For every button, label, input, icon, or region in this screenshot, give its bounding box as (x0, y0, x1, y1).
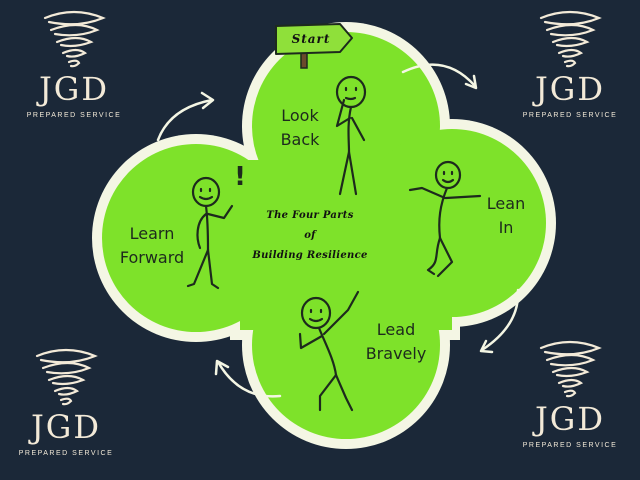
step-lean-in: Lean In (478, 192, 534, 240)
arrow-head-bottom-left (214, 359, 230, 376)
brand-tagline: PREPARED SERVICE (522, 112, 618, 119)
title-line-3: Building Resilience (252, 250, 368, 261)
brand-logo-top-left: JGD PREPARED SERVICE (4, 8, 144, 119)
diagram-title: The Four Parts of Building Resilience (240, 206, 380, 266)
title-line-2: of (304, 230, 316, 241)
tornado-icon (43, 10, 106, 68)
arrow-bottom-left (216, 360, 282, 398)
stick-figure-lead-bravely (298, 290, 360, 412)
arrow-top-right (401, 63, 477, 88)
arrow-head-top-right (464, 74, 478, 90)
exclamation-mark: ! (234, 162, 246, 192)
arrow-right (480, 288, 520, 352)
step-lead-bravely-line-2: Bravely (365, 344, 427, 363)
step-lead-bravely: Lead Bravely (356, 318, 436, 366)
step-look-back: Look Back (270, 104, 330, 152)
arrow-head-right (479, 339, 494, 354)
step-look-back-line-1: Look (281, 106, 319, 125)
brand-name: JGD (30, 408, 102, 446)
step-lead-bravely-line-1: Lead (376, 320, 416, 339)
brand-name: JGD (534, 400, 606, 438)
brand-logo-bottom-left: JGD PREPARED SERVICE (0, 346, 136, 457)
clover-fill (102, 32, 546, 439)
brand-tagline: PREPARED SERVICE (522, 442, 618, 449)
brand-tagline: PREPARED SERVICE (26, 112, 122, 119)
brand-logo-top-right: JGD PREPARED SERVICE (500, 8, 640, 119)
step-lean-in-line-1: Lean (486, 194, 526, 213)
brand-name: JGD (38, 70, 110, 108)
start-signpost (275, 23, 353, 69)
start-sign-label: Start (291, 32, 331, 46)
tornado-icon (35, 348, 98, 406)
stick-figure-lean-in (408, 160, 482, 278)
brand-tagline: PREPARED SERVICE (18, 450, 114, 457)
step-learn-forward-line-1: Learn (129, 224, 175, 243)
step-lean-in-line-2: In (498, 218, 514, 237)
tornado-icon (539, 10, 602, 68)
title-line-1: The Four Parts (266, 210, 354, 221)
step-look-back-line-2: Back (280, 130, 320, 149)
step-learn-forward-line-2: Forward (119, 248, 185, 267)
tornado-icon (539, 340, 602, 398)
brand-logo-bottom-right: JGD PREPARED SERVICE (500, 338, 640, 449)
arrow-head-top-left (200, 91, 215, 110)
stick-figure-look-back (335, 75, 367, 196)
stick-figure-learn-forward (186, 176, 234, 290)
step-learn-forward: Learn Forward (110, 222, 194, 270)
brand-name: JGD (534, 70, 606, 108)
arrow-top-left (156, 98, 214, 142)
